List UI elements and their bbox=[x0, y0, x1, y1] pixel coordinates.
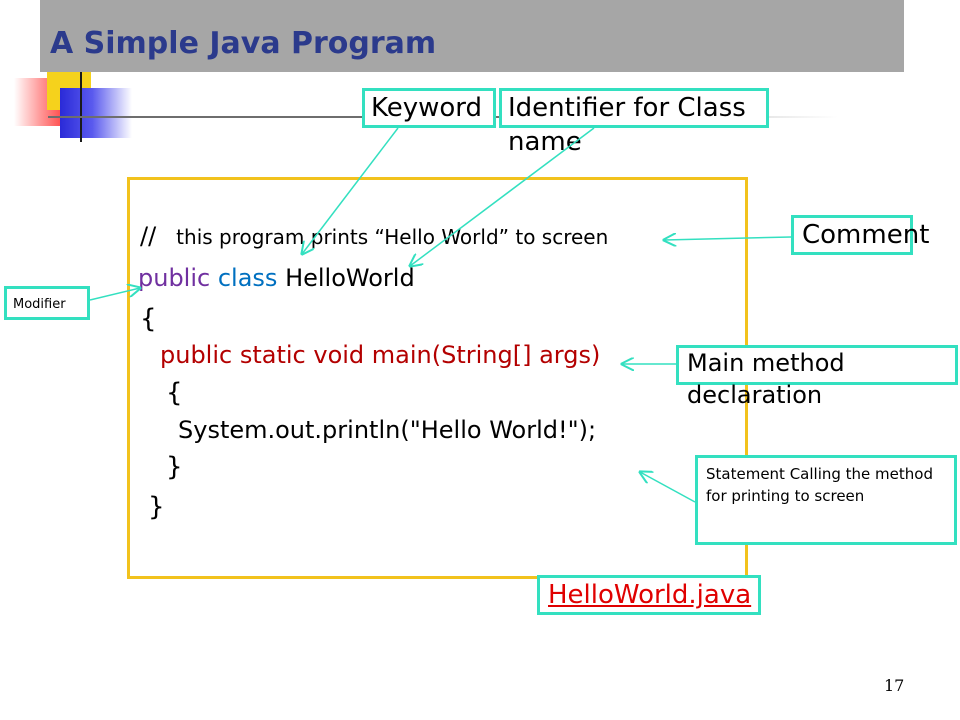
code-close-brace: } bbox=[148, 492, 165, 522]
code-inner-close-brace: } bbox=[166, 452, 183, 482]
decor-horizontal-line bbox=[48, 116, 538, 118]
arrow-modifier bbox=[89, 288, 140, 301]
class-keyword: class bbox=[217, 264, 278, 292]
code-box bbox=[127, 177, 748, 579]
comment-slashes: // bbox=[140, 222, 157, 250]
code-comment-line: // this program prints “Hello World” to s… bbox=[140, 222, 608, 250]
slide-title: A Simple Java Program bbox=[50, 26, 437, 61]
code-open-brace: { bbox=[140, 304, 157, 334]
arrow-comment bbox=[664, 237, 792, 240]
code-println-statement: System.out.println("Hello World!"); bbox=[178, 416, 597, 444]
class-name: HelloWorld bbox=[285, 264, 415, 292]
arrow-statement bbox=[640, 472, 696, 503]
code-class-line: public class HelloWorld bbox=[138, 264, 415, 292]
label-main-method: Main method declaration bbox=[676, 345, 958, 409]
label-keyword: Keyword bbox=[362, 88, 496, 128]
arrow-keyword bbox=[302, 127, 399, 254]
code-main-declaration: public static void main(String[] args) bbox=[160, 341, 601, 369]
code-inner-open-brace: { bbox=[166, 378, 183, 408]
label-identifier: Identifier for Class name bbox=[499, 88, 769, 157]
label-comment: Comment bbox=[791, 215, 929, 255]
public-keyword: public bbox=[138, 264, 211, 292]
filename-link[interactable]: HelloWorld.java bbox=[548, 580, 752, 610]
label-statement: Statement Calling the method for printin… bbox=[695, 455, 957, 545]
label-modifier: Modifier bbox=[4, 286, 90, 320]
decor-vertical-line bbox=[80, 72, 82, 142]
decor-blue-square bbox=[60, 88, 132, 138]
title-bar bbox=[40, 0, 904, 72]
arrow-identifier bbox=[410, 127, 595, 266]
comment-text: this program prints “Hello World” to scr… bbox=[176, 225, 609, 249]
label-filename[interactable]: HelloWorld.java bbox=[537, 575, 761, 615]
slide-number: 17 bbox=[884, 676, 905, 695]
